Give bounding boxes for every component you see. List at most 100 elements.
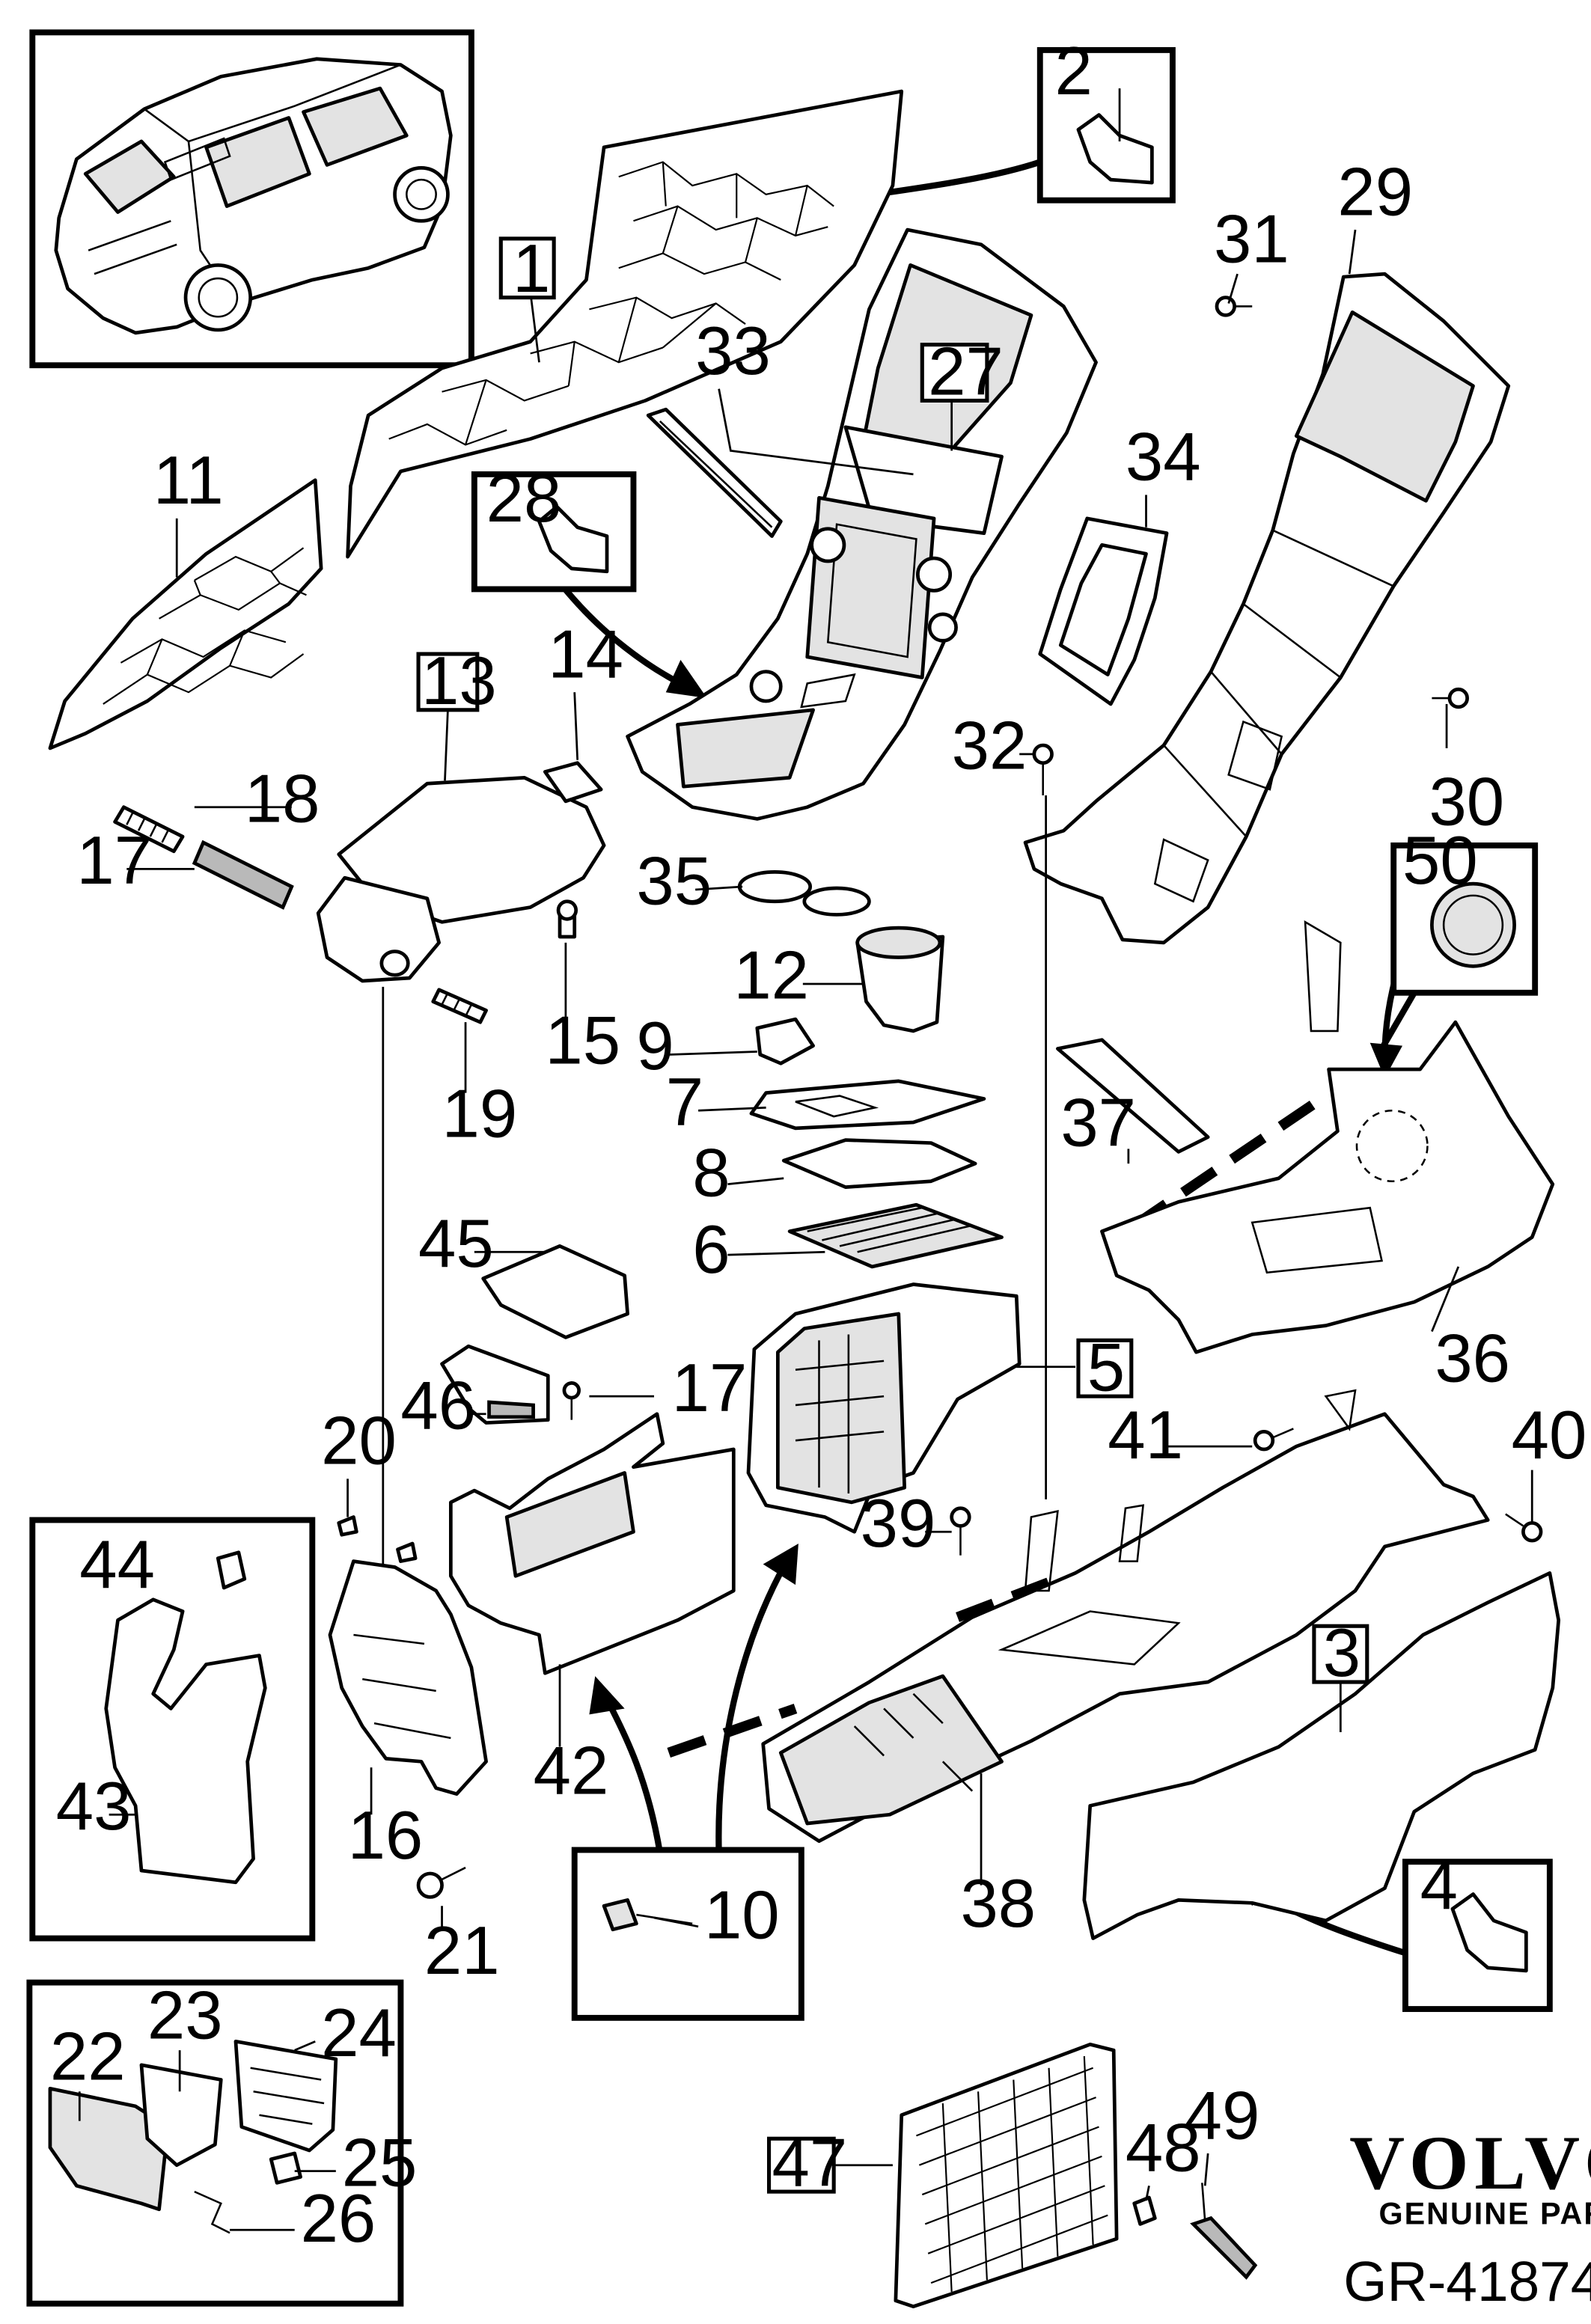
leader-line bbox=[573, 692, 579, 760]
leader-line bbox=[1227, 273, 1239, 304]
part-hinge-clip bbox=[543, 761, 603, 804]
dashed-relation-lines bbox=[667, 1091, 1329, 1758]
callout-22: 22 bbox=[50, 2019, 126, 2095]
callout-27: 27 bbox=[928, 334, 1004, 410]
part-side-panel-lower bbox=[48, 478, 323, 750]
part-trim-strip bbox=[646, 407, 783, 538]
callout-23: 23 bbox=[147, 1978, 223, 2053]
callout-34: 34 bbox=[1126, 420, 1201, 495]
callout-36: 36 bbox=[1435, 1321, 1510, 1396]
part-armrest-housing bbox=[448, 1412, 736, 1675]
callout-40: 40 bbox=[1512, 1398, 1587, 1473]
callout-26: 26 bbox=[301, 2181, 376, 2257]
callout-50: 50 bbox=[1402, 823, 1478, 899]
part-side-trim-panel bbox=[346, 89, 904, 559]
part-rod bbox=[192, 840, 294, 910]
callout-41: 41 bbox=[1108, 1398, 1183, 1473]
callout-7: 7 bbox=[666, 1065, 703, 1140]
inset-clip-2 bbox=[1036, 46, 1176, 204]
inset-ashtray-parts bbox=[26, 1979, 404, 2307]
callout-18: 18 bbox=[245, 761, 320, 837]
inset-clip-4 bbox=[1402, 1859, 1553, 2012]
callout-17b: 17 bbox=[672, 1351, 748, 1426]
callout-21: 21 bbox=[424, 1913, 500, 1989]
inset-screw bbox=[571, 1847, 804, 2021]
callout-1: 1 bbox=[513, 231, 550, 307]
callout-6: 6 bbox=[692, 1212, 730, 1288]
callout-8: 8 bbox=[692, 1135, 730, 1211]
callout-10: 10 bbox=[704, 1878, 780, 1954]
callout-17a: 17 bbox=[76, 823, 152, 899]
part-net-bracket bbox=[1132, 2195, 1157, 2226]
vehicle-overview-inset bbox=[29, 29, 474, 369]
callout-44: 44 bbox=[79, 1527, 155, 1603]
leader-line bbox=[727, 1177, 784, 1186]
callout-1-box: 1 bbox=[498, 231, 556, 307]
callout-19: 19 bbox=[442, 1077, 518, 1152]
callout-37: 37 bbox=[1060, 1085, 1136, 1161]
leader-line bbox=[1203, 2153, 1209, 2186]
callout-27-box: 27 bbox=[920, 334, 1004, 410]
callout-12: 12 bbox=[733, 938, 809, 1014]
part-usb-module bbox=[440, 1344, 550, 1425]
callout-46: 46 bbox=[400, 1368, 476, 1443]
callout-45: 45 bbox=[418, 1206, 494, 1282]
callout-11: 11 bbox=[153, 443, 224, 519]
callouts: 2 29 31 33 34 11 28 14 32 30 18 17 35 50… bbox=[50, 34, 1587, 2257]
leader-line bbox=[294, 2040, 316, 2052]
callout-2: 2 bbox=[1054, 34, 1092, 109]
part-badge-inset bbox=[1378, 842, 1539, 1051]
callout-16: 16 bbox=[348, 1798, 424, 1874]
part-spring bbox=[113, 805, 185, 854]
callout-43: 43 bbox=[56, 1769, 132, 1844]
callout-13: 13 bbox=[421, 643, 497, 719]
part-screws bbox=[416, 296, 1543, 1899]
callout-14: 14 bbox=[548, 617, 623, 693]
part-storage-mat bbox=[787, 1202, 1004, 1269]
part-display-frame bbox=[1038, 516, 1169, 706]
part-bracket-small bbox=[755, 1017, 815, 1065]
diagram-reference: GR-418746 bbox=[1343, 2250, 1591, 2313]
callout-3-box: 3 bbox=[1312, 1615, 1369, 1691]
vehicle-illustration bbox=[54, 57, 453, 335]
part-storage-cover bbox=[1056, 1038, 1210, 1154]
genuine-parts-tagline: GENUINE PARTS bbox=[1379, 2196, 1591, 2230]
leader-line bbox=[653, 1916, 699, 1928]
part-console-frame bbox=[1023, 272, 1511, 945]
callout-48: 48 bbox=[1126, 2111, 1201, 2186]
part-armrest-bracket bbox=[328, 1559, 488, 1796]
leader-line bbox=[668, 1051, 757, 1056]
callout-33: 33 bbox=[695, 314, 771, 389]
part-console-side-cover bbox=[1082, 1571, 1561, 1940]
part-armrest-lid bbox=[316, 776, 606, 983]
leader-line bbox=[1145, 2185, 1150, 2201]
callout-47-box: 47 bbox=[766, 2125, 847, 2201]
part-stud bbox=[556, 899, 578, 939]
part-gasket-plate bbox=[749, 1079, 986, 1131]
part-seal-rings bbox=[737, 869, 871, 917]
callout-13-box: 13 bbox=[416, 643, 497, 719]
callout-29: 29 bbox=[1337, 154, 1413, 230]
part-storage-tray bbox=[746, 1282, 1022, 1534]
callout-24: 24 bbox=[321, 1996, 397, 2071]
inset-cover-parts bbox=[29, 1517, 316, 1942]
callout-4: 4 bbox=[1420, 1848, 1458, 1924]
callout-32: 32 bbox=[952, 709, 1027, 784]
callout-15: 15 bbox=[545, 1003, 620, 1078]
part-storage-net bbox=[894, 2042, 1119, 2309]
part-small-clips bbox=[337, 1515, 418, 1563]
part-spring-lower bbox=[431, 988, 488, 1024]
callout-5: 5 bbox=[1087, 1330, 1125, 1405]
volvo-logo: VOLVO bbox=[1349, 2121, 1591, 2206]
leader-line bbox=[698, 1106, 766, 1112]
callout-30: 30 bbox=[1429, 764, 1504, 840]
leader-line bbox=[695, 885, 743, 891]
callout-39: 39 bbox=[861, 1486, 936, 1562]
part-rear-console-cover bbox=[1100, 920, 1555, 1354]
leader-line bbox=[727, 1250, 825, 1256]
callout-25: 25 bbox=[342, 2125, 418, 2201]
callout-38: 38 bbox=[960, 1866, 1036, 1942]
callout-42: 42 bbox=[534, 1734, 609, 1809]
part-gasket-ring bbox=[781, 1138, 977, 1189]
